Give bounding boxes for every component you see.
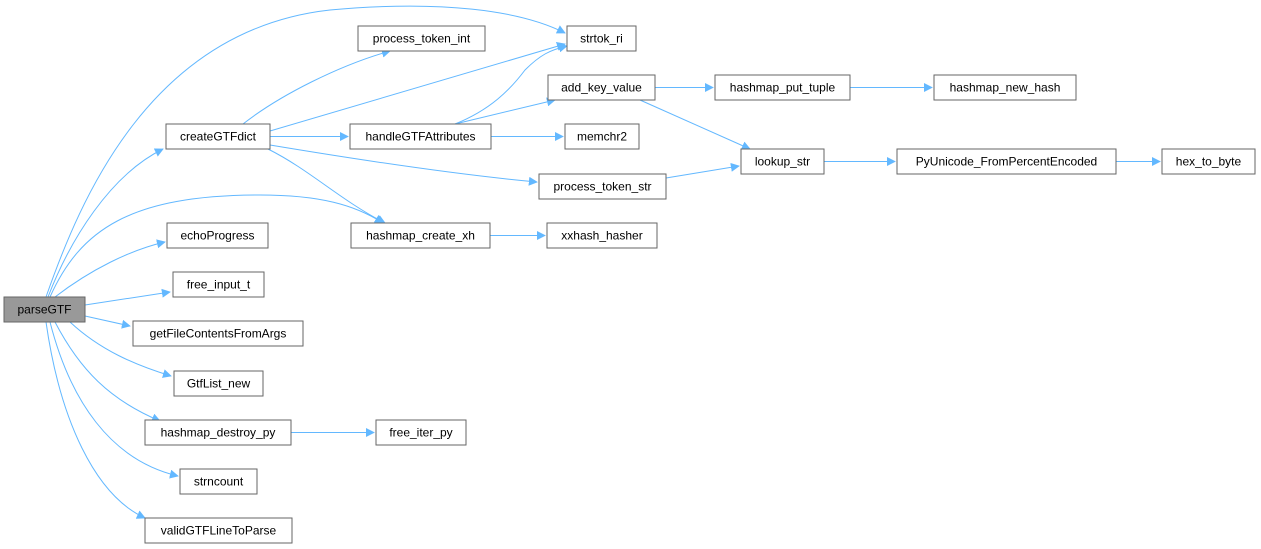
node-handleGTFAttributes[interactable]: handleGTFAttributes — [349, 123, 492, 150]
nodes-layer: parseGTF createGTFdict echoProgress free_in… — [3, 25, 1256, 544]
node-label: strncount — [194, 475, 244, 489]
node-box — [564, 123, 640, 150]
edge-parseGTF-to-validGTFLineToParse — [45, 321, 146, 519]
node-box — [172, 271, 265, 298]
node-box — [132, 320, 304, 347]
node-box — [566, 25, 637, 52]
node-label: hashmap_new_hash — [950, 81, 1061, 95]
node-label: getFileContentsFromArgs — [150, 327, 287, 341]
edge-parseGTF-to-createGTFdict — [47, 148, 164, 298]
node-hashmap_new_hash[interactable]: hashmap_new_hash — [933, 74, 1077, 101]
node-label: xxhash_hasher — [561, 229, 642, 243]
node-label: GtfList_new — [187, 377, 251, 391]
edge-process_token_str-to-lookup_str — [665, 162, 740, 179]
node-label: add_key_value — [561, 81, 642, 95]
node-label: free_iter_py — [389, 426, 452, 440]
node-label: handleGTFAttributes — [365, 130, 475, 144]
node-box — [144, 419, 292, 446]
node-add_key_value[interactable]: add_key_value — [547, 74, 656, 101]
node-box — [357, 25, 486, 52]
node-box — [538, 173, 667, 200]
edge-parseGTF-to-hashmap_create_xh — [49, 194, 384, 298]
node-PyUnicode_FromPercentEncoded[interactable]: PyUnicode_FromPercentEncoded — [896, 148, 1117, 175]
node-label: hashmap_destroy_py — [161, 426, 276, 440]
edge-parseGTF-to-strncount — [49, 321, 179, 479]
node-box — [349, 123, 492, 150]
node-box — [740, 148, 825, 175]
node-box — [179, 468, 258, 495]
node-box — [1161, 148, 1256, 175]
node-box — [166, 222, 269, 249]
node-box — [165, 123, 271, 150]
edge-parseGTF-to-GtfList_new — [69, 321, 172, 378]
node-xxhash_hasher[interactable]: xxhash_hasher — [546, 222, 658, 249]
node-hashmap_create_xh[interactable]: hashmap_create_xh — [350, 222, 491, 249]
node-label: parseGTF — [17, 303, 71, 317]
node-box — [933, 74, 1077, 101]
edge-handleGTFAttributes-to-strtok_ri — [454, 43, 568, 125]
node-label: process_token_int — [373, 32, 471, 46]
node-box — [375, 419, 467, 446]
node-hashmap_put_tuple[interactable]: hashmap_put_tuple — [714, 74, 851, 101]
node-validGTFLineToParse[interactable]: validGTFLineToParse — [144, 517, 293, 544]
node-free_input_t[interactable]: free_input_t — [172, 271, 265, 298]
edge-add_key_value-to-lookup_str — [639, 99, 751, 150]
node-process_token_int[interactable]: process_token_int — [357, 25, 486, 52]
node-label: process_token_str — [553, 180, 651, 194]
node-strtok_ri[interactable]: strtok_ri — [566, 25, 637, 52]
node-box — [3, 296, 86, 323]
edge-createGTFdict-to-process_token_str — [269, 144, 538, 186]
node-GtfList_new[interactable]: GtfList_new — [173, 370, 264, 397]
node-box — [547, 74, 656, 101]
node-label: hashmap_put_tuple — [730, 81, 836, 95]
edge-parseGTF-to-free_input_t — [84, 288, 171, 306]
node-process_token_str[interactable]: process_token_str — [538, 173, 667, 200]
node-label: free_input_t — [187, 278, 251, 292]
node-lookup_str[interactable]: lookup_str — [740, 148, 825, 175]
node-box — [350, 222, 491, 249]
edge-handleGTFAttributes-to-add_key_value — [454, 97, 556, 125]
node-label: echoProgress — [180, 229, 254, 243]
edge-parseGTF-to-hashmap_destroy_py — [54, 321, 161, 423]
node-memchr2[interactable]: memchr2 — [564, 123, 640, 150]
node-label: hex_to_byte — [1176, 155, 1242, 169]
node-echoProgress[interactable]: echoProgress — [166, 222, 269, 249]
node-box — [896, 148, 1117, 175]
node-getFileContentsFromArgs[interactable]: getFileContentsFromArgs — [132, 320, 304, 347]
node-label: memchr2 — [577, 130, 627, 144]
node-createGTFdict[interactable]: createGTFdict — [165, 123, 271, 150]
edge-parseGTF-to-getFileContentsFromArgs — [84, 315, 131, 329]
edge-parseGTF-to-echoProgress — [54, 239, 166, 298]
edge-createGTFdict-to-process_token_int — [242, 48, 391, 125]
node-parseGTF[interactable]: parseGTF — [3, 296, 86, 323]
node-label: validGTFLineToParse — [161, 524, 277, 538]
node-hashmap_destroy_py[interactable]: hashmap_destroy_py — [144, 419, 292, 446]
node-label: lookup_str — [755, 155, 810, 169]
node-box — [173, 370, 264, 397]
node-hex_to_byte[interactable]: hex_to_byte — [1161, 148, 1256, 175]
edge-createGTFdict-to-hashmap_create_xh — [267, 148, 386, 224]
edge-parseGTF-to-strtok_ri — [45, 5, 566, 298]
node-label: createGTFdict — [180, 130, 257, 144]
edge-createGTFdict-to-strtok_ri — [269, 41, 566, 132]
node-label: strtok_ri — [580, 32, 623, 46]
node-box — [546, 222, 658, 249]
node-box — [144, 517, 293, 544]
node-label: PyUnicode_FromPercentEncoded — [916, 155, 1097, 169]
node-free_iter_py[interactable]: free_iter_py — [375, 419, 467, 446]
node-label: hashmap_create_xh — [366, 229, 475, 243]
node-strncount[interactable]: strncount — [179, 468, 258, 495]
edges-layer — [45, 5, 1161, 519]
node-box — [714, 74, 851, 101]
